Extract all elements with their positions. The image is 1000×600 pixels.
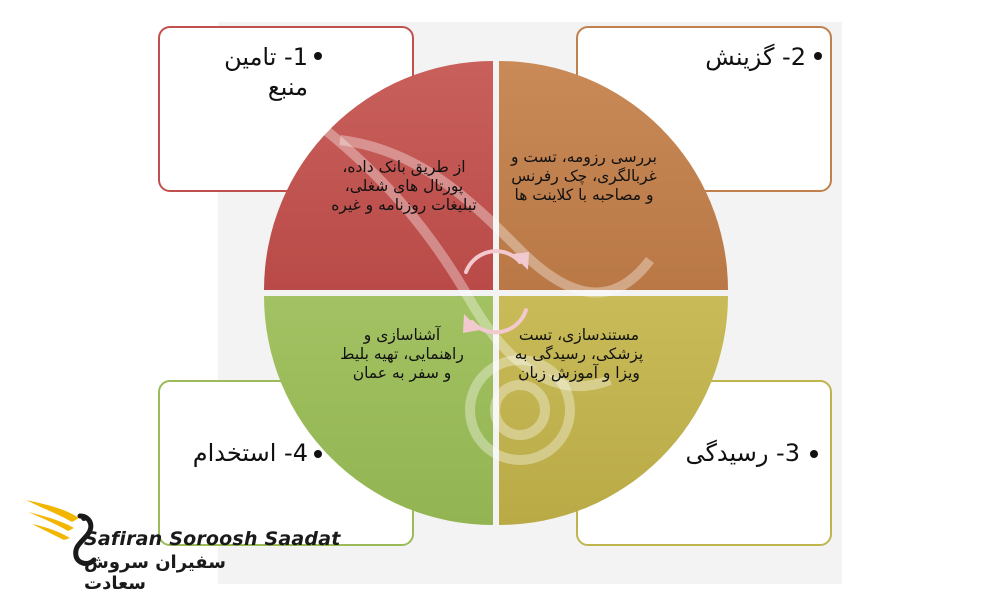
step-title-1: 1- تامین منبع	[224, 43, 308, 101]
step-title-3: 3- رسیدگی	[685, 439, 800, 467]
quadrant-orange	[499, 61, 728, 290]
step-description-4: آشناسازی و راهنمایی، تهیه بلیط و سفر به …	[340, 326, 464, 382]
quadrant-red	[264, 61, 493, 290]
bullet-icon	[814, 52, 822, 60]
bullet-icon	[314, 52, 322, 60]
cycle-arrows-icon	[464, 249, 528, 335]
bullet-icon	[810, 450, 818, 458]
phoenix-logo-icon	[26, 500, 97, 566]
logo-name-english: Safiran Soroosh Saadat	[84, 528, 341, 550]
step-description-3: مستندسازی، تست پزشکی، رسیدگی به ویزا و آ…	[514, 326, 644, 382]
quadrant-green	[264, 296, 493, 525]
logo-name-persian: سفیران سروش سعادت	[84, 552, 226, 594]
watermark-logo-icon	[296, 106, 654, 465]
quadrant-olive	[499, 296, 728, 525]
step-description-1: از طریق بانک داده، پورتال های شغلی، تبلی…	[331, 158, 477, 214]
bullet-icon	[314, 450, 322, 458]
step-description-2: بررسی رزومه، تست و غربالگری، چک رفرنس و …	[511, 148, 657, 204]
step-title-2: 2- گزینش	[705, 43, 806, 71]
step-title-4: 4- استخدام	[192, 439, 308, 467]
